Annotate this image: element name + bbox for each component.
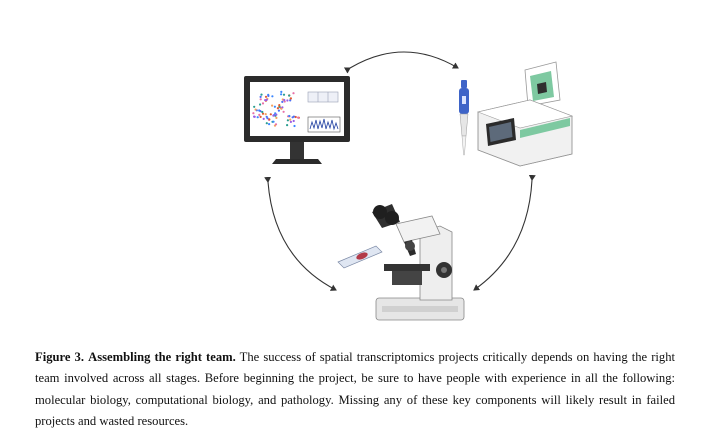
figure-illustration — [244, 51, 574, 321]
screen-scatter-dot — [273, 105, 276, 108]
screen-scatter-dot — [259, 115, 262, 118]
arrow-computer-to-microscope — [264, 176, 337, 291]
screen-scatter-dot — [277, 109, 280, 112]
screen-scatter-dot — [265, 122, 268, 125]
screen-scatter-dot — [294, 115, 297, 119]
screen-scatter-dot — [289, 120, 292, 123]
microscope-icon — [372, 204, 465, 321]
screen-scatter-dot — [259, 98, 262, 101]
screen-scatter-dot — [286, 124, 289, 127]
figure-caption: Figure 3. Assembling the right team. The… — [35, 347, 675, 432]
screen-scatter-dot — [289, 99, 292, 102]
screen-scatter-dot — [272, 114, 275, 117]
screen-scatter-dot — [262, 117, 265, 120]
screen-scatter-dot — [282, 110, 285, 113]
screen-scatter-dot — [268, 123, 271, 126]
screen-scatter-dot — [275, 116, 278, 119]
screen-scatter-dot — [254, 108, 257, 111]
pipette-and-thermocycler-icon — [459, 61, 574, 167]
arrow-computer-to-lab — [343, 51, 459, 74]
screen-scatter-dot — [261, 112, 265, 115]
screen-scatter-dot — [258, 113, 261, 116]
slide-icon — [337, 245, 383, 269]
screen-scatter-dot — [271, 95, 274, 98]
screen-scatter-dot — [278, 104, 281, 107]
screen-scatter-dot — [281, 100, 284, 103]
arrow-lab-to-microscope — [473, 174, 536, 291]
pipette-icon — [459, 80, 469, 156]
figure-caption-text: The success of spatial transcriptomics p… — [35, 350, 676, 428]
screen-scatter-dot — [289, 118, 292, 121]
screen-scatter-dot — [288, 94, 291, 97]
screen-scatter-dot — [280, 90, 283, 93]
thermocycler-icon — [476, 61, 574, 167]
screen-scatter-dot — [293, 124, 296, 128]
screen-scatter-dot — [282, 93, 286, 96]
computer-monitor-icon — [244, 76, 350, 164]
screen-scatter-dot — [269, 113, 272, 116]
screen-scatter-dot — [253, 115, 256, 118]
screen-scatter-dot — [280, 93, 283, 96]
screen-scatter-dot — [286, 119, 289, 122]
figure-label: Figure 3. — [35, 350, 84, 364]
screen-scatter-dot — [289, 97, 292, 100]
cycle-arrows — [264, 51, 536, 291]
screen-scatter-dot — [260, 93, 263, 96]
screen-scatter-dot — [275, 113, 278, 116]
screen-scatter-dot — [252, 112, 255, 115]
slide-and-microscope — [337, 204, 465, 321]
screen-scatter-dot — [266, 117, 269, 120]
screen-scatter-dot — [253, 105, 256, 108]
screen-scatter-dot — [264, 113, 267, 116]
screen-scatter-dot — [265, 98, 268, 101]
figure-title: Assembling the right team. — [88, 350, 236, 364]
screen-scatter-dot — [259, 110, 262, 113]
screen-scatter-dot — [291, 116, 294, 119]
screen-scatter-dot — [278, 105, 281, 108]
screen-scatter-dot — [259, 95, 262, 98]
screen-scatter-dot — [288, 114, 291, 118]
screen-scatter-dot — [261, 110, 264, 114]
screen-scatter-dot — [261, 102, 265, 105]
screen-scatter-dot — [292, 119, 295, 123]
screen-scatter-dot — [267, 94, 270, 97]
screen-scatter-dot — [280, 107, 283, 110]
screen-scatter-dot — [264, 95, 268, 98]
screen-scatter-dot — [297, 116, 300, 119]
screen-scatter-dot — [268, 118, 271, 121]
screen-scatter-dot — [292, 92, 295, 95]
screen-scatter-dot — [256, 116, 259, 119]
screen-scatter-dot — [283, 98, 286, 102]
screen-scatter-dot — [259, 103, 262, 106]
screen-scatter-dot — [272, 120, 275, 123]
screen-scatter-dot — [271, 104, 274, 107]
screen-scatter-dot — [276, 107, 279, 110]
screen-scatter-dot — [286, 99, 289, 102]
screen-scatter-dot — [274, 123, 278, 126]
